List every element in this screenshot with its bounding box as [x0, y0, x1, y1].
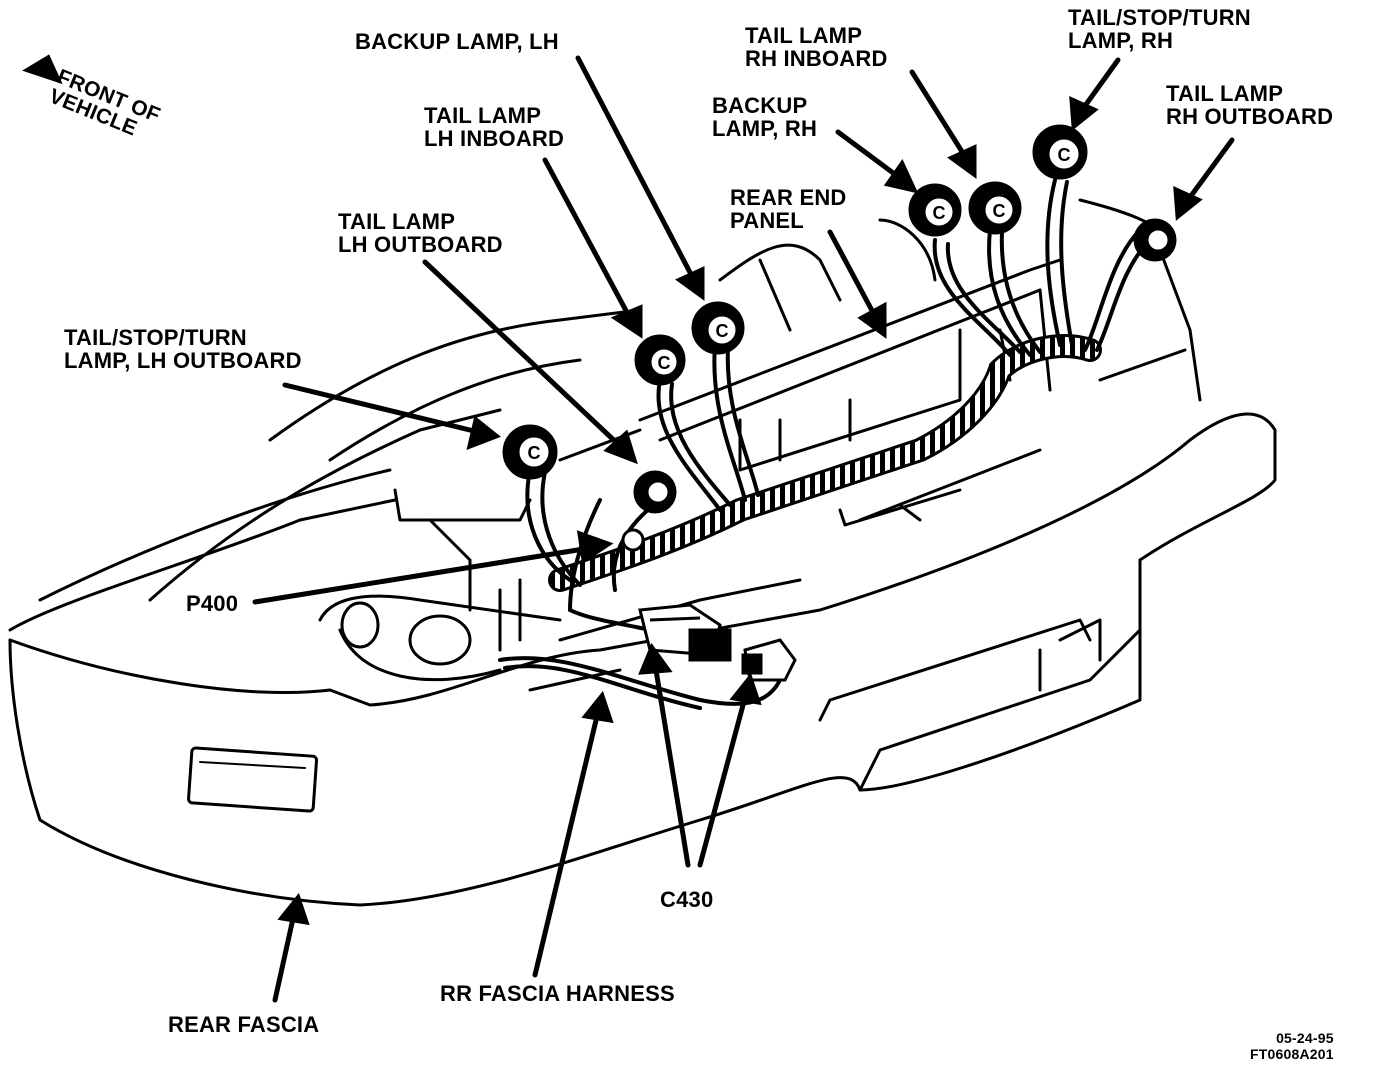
- c430-label: C430: [660, 887, 714, 912]
- p400-label: P400: [186, 591, 239, 616]
- tail-stop-turn-rh-label: TAIL/STOP/TURN LAMP, RH: [1068, 5, 1251, 53]
- socket-tail-lamp-rh-outboard: [1133, 218, 1177, 262]
- socket-tail-lamp-rh-inboard: [968, 181, 1022, 235]
- rr-fascia-harness-label: RR FASCIA HARNESS: [440, 981, 675, 1006]
- main-harness: [548, 334, 1102, 592]
- socket-backup-lamp-rh: [908, 183, 962, 237]
- socket-tail-stop-turn-lh-outboard: [502, 424, 558, 480]
- socket-tail-lamp-lh-outboard: [633, 470, 677, 514]
- c430-connectors: [638, 603, 797, 682]
- socket-marker: C: [993, 201, 1006, 221]
- socket-tail-stop-turn-rh: [1032, 124, 1088, 180]
- socket-marker: C: [716, 321, 729, 341]
- figure-id: FT0608A201: [1250, 1046, 1334, 1062]
- figure-footer: 05-24-95 FT0608A201: [1250, 1030, 1334, 1062]
- p400-connector: [621, 528, 645, 552]
- socket-markers: C C C C C C: [528, 145, 1071, 463]
- rear-fascia-label: REAR FASCIA: [168, 1012, 320, 1037]
- rear-end-panel-label: REAR END PANEL: [730, 185, 847, 233]
- tail-lamp-lh-outboard-label: TAIL LAMP LH OUTBOARD: [338, 209, 503, 257]
- lamp-sockets: [502, 124, 1177, 514]
- backup-lamp-lh-label: BACKUP LAMP, LH: [355, 29, 559, 54]
- backup-lamp-rh-label: BACKUP LAMP, RH: [712, 93, 818, 141]
- tail-lamp-rh-outboard-label: TAIL LAMP RH OUTBOARD: [1166, 81, 1334, 129]
- socket-marker: C: [1058, 145, 1071, 165]
- socket-backup-lamp-lh: [691, 301, 745, 355]
- socket-tail-lamp-lh-inboard: [634, 334, 686, 386]
- vehicle-body: [8, 198, 1277, 907]
- socket-marker: C: [933, 203, 946, 223]
- socket-marker: C: [528, 443, 541, 463]
- tail-lamp-lh-inboard-label: TAIL LAMP LH INBOARD: [424, 103, 565, 151]
- leader-arrows: [22, 54, 1235, 1003]
- socket-marker: C: [658, 353, 671, 373]
- figure-date: 05-24-95: [1276, 1030, 1334, 1046]
- tail-lamp-rh-inboard-label: TAIL LAMP RH INBOARD: [745, 23, 888, 71]
- tail-stop-turn-lh-outboard-label: TAIL/STOP/TURN LAMP, LH OUTBOARD: [64, 325, 302, 373]
